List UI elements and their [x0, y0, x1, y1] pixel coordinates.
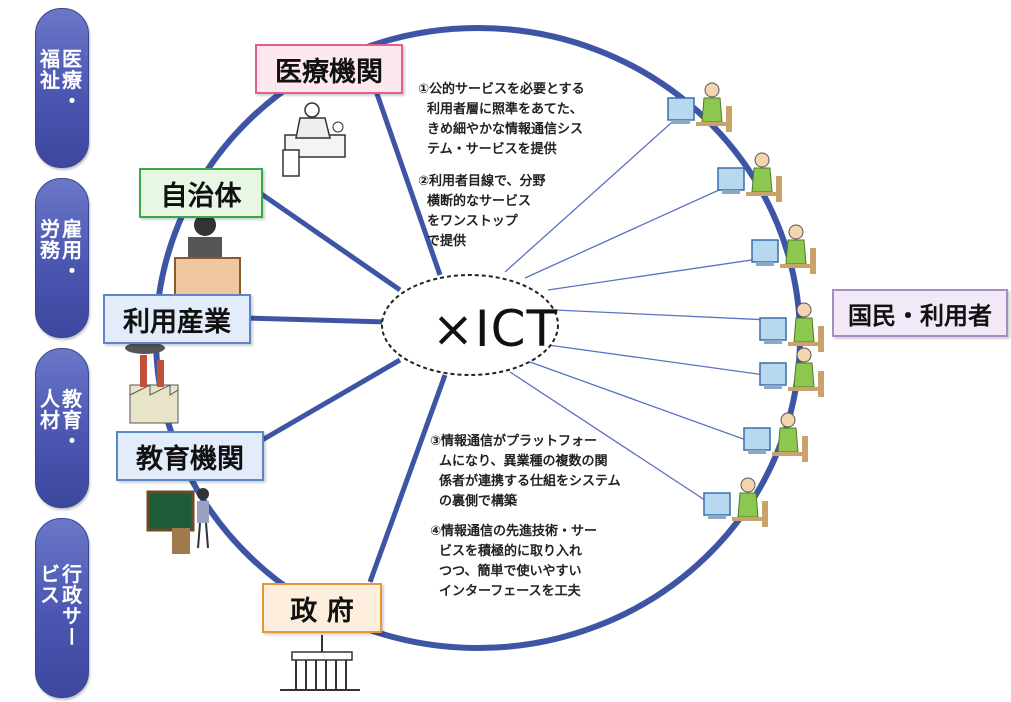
hospital-bed-illustration	[282, 102, 346, 177]
domain-pill-label: 教育・人材	[36, 388, 83, 452]
domain-pill-label: 行政サービス	[36, 563, 83, 648]
provider-spokes	[243, 87, 448, 583]
provider-user-industries: 利用産業	[103, 294, 251, 344]
note-2: ②利用者目線で、分野 横断的なサービス をワンストップ で提供	[418, 174, 546, 249]
citizen-computer-icon	[759, 347, 824, 397]
citizen-computer-icon	[759, 302, 824, 352]
note-1: ①公的サービスを必要とする 利用者層に照準をあてた、 きめ細やかな情報通信シス …	[418, 82, 585, 157]
domain-pill-medical-welfare: 医療・福祉	[35, 8, 89, 168]
provider-educational-institutions: 教育機関	[116, 431, 264, 481]
citizen-computer-icon	[743, 412, 808, 462]
domain-pill-label: 雇用・労務	[36, 218, 83, 282]
citizen-computer-icon	[717, 152, 782, 202]
official-at-desk-illustration	[174, 214, 241, 297]
factory-illustration	[125, 342, 179, 424]
note-4: ④情報通信の先進技術・サー ビスを積極的に取り入れ つつ、簡単で使いやすい イン…	[430, 524, 598, 599]
government-building-illustration	[280, 635, 360, 691]
provider-medical-institutions: 医療機関	[255, 44, 403, 94]
citizen-links	[504, 114, 771, 511]
ict-hub	[381, 274, 559, 376]
domain-pill-admin-services: 行政サービス	[35, 518, 89, 698]
citizen-group	[667, 82, 824, 527]
provider-government: 政 府	[262, 583, 382, 633]
domain-pill-label: 医療・福祉	[36, 48, 83, 112]
note-3: ③情報通信がプラットフォー ムになり、異業種の複数の関 係者が連携する仕組をシス…	[430, 434, 621, 509]
citizen-computer-icon	[667, 82, 732, 132]
domain-pill-employment-labor: 雇用・労務	[35, 178, 89, 338]
citizen-computer-icon	[703, 477, 768, 527]
provider-local-government: 自治体	[139, 168, 263, 218]
domain-pill-education-talent: 教育・人材	[35, 348, 89, 508]
ict-label: ×ICT	[432, 300, 559, 358]
citizens-users-label: 国民・利用者	[832, 289, 1008, 337]
classroom-illustration	[146, 488, 209, 554]
citizen-computer-icon	[751, 224, 816, 274]
